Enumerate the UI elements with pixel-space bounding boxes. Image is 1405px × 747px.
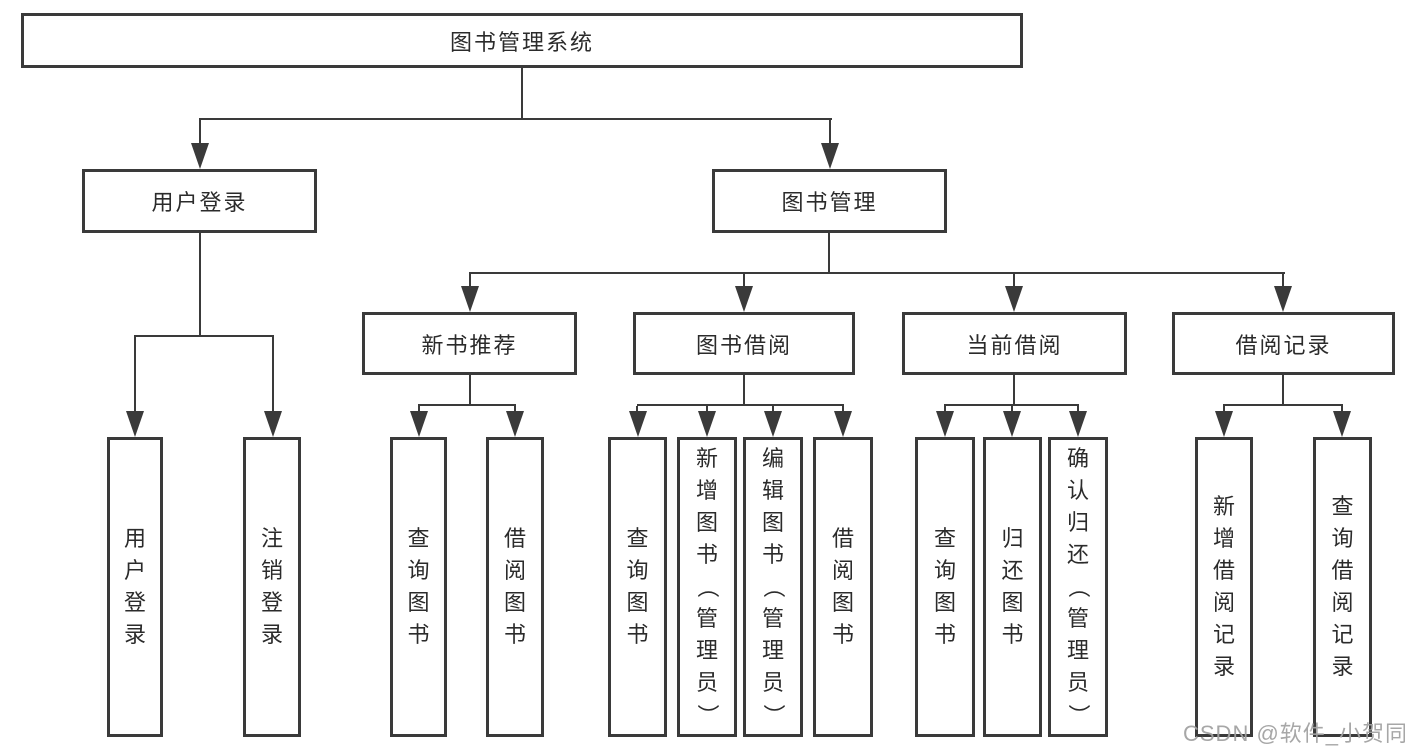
connector-line (1282, 375, 1284, 406)
arrow-down-icon (264, 411, 282, 437)
connector-line (272, 337, 274, 413)
csdn-watermark: CSDN @软件_小贺同学 (1183, 721, 1405, 746)
connector-line (944, 406, 946, 413)
connector-line (1223, 404, 1343, 406)
leaf-current-return-book: 归还图书 (983, 437, 1042, 737)
connector-line (199, 118, 832, 120)
connector-line (418, 406, 420, 413)
connector-line (743, 375, 745, 406)
leaf-borrow-query-book: 查询图书 (608, 437, 667, 737)
leaf-current-confirm-return-admin: 确认归还（管理员） (1048, 437, 1108, 737)
current-borrow-node: 当前借阅 (902, 312, 1127, 375)
connector-line (469, 272, 1285, 274)
leaf-record-add-record: 新增借阅记录 (1195, 437, 1253, 737)
connector-line (743, 274, 745, 288)
connector-line (199, 233, 201, 337)
arrow-down-icon (191, 143, 209, 169)
arrow-down-icon (126, 411, 144, 437)
connector-line (134, 337, 136, 413)
connector-line (828, 233, 830, 274)
arrow-down-icon (1069, 411, 1087, 437)
root-node: 图书管理系统 (21, 13, 1023, 68)
arrow-down-icon (1003, 411, 1021, 437)
leaf-record-query-record: 查询借阅记录 (1313, 437, 1372, 737)
connector-line (636, 406, 638, 413)
connector-line (1341, 406, 1343, 413)
arrow-down-icon (1005, 286, 1023, 312)
borrow-record-node: 借阅记录 (1172, 312, 1395, 375)
arrow-down-icon (698, 411, 716, 437)
connector-line (829, 120, 831, 146)
connector-line (944, 404, 1079, 406)
user-login-node: 用户登录 (82, 169, 317, 233)
arrow-down-icon (735, 286, 753, 312)
connector-line (521, 68, 523, 120)
arrow-down-icon (629, 411, 647, 437)
connector-line (418, 404, 516, 406)
leaf-logout: 注销登录 (243, 437, 301, 737)
arrow-down-icon (1215, 411, 1233, 437)
connector-line (637, 404, 844, 406)
connector-line (199, 120, 201, 146)
leaf-recommend-borrow-book: 借阅图书 (486, 437, 544, 737)
connector-line (1282, 274, 1284, 288)
leaf-user-login: 用户登录 (107, 437, 163, 737)
leaf-borrow-edit-book-admin: 编辑图书（管理员） (743, 437, 803, 737)
connector-line (469, 274, 471, 288)
connector-line (514, 406, 516, 413)
connector-line (1013, 274, 1015, 288)
connector-line (706, 406, 708, 413)
arrow-down-icon (764, 411, 782, 437)
connector-line (469, 375, 471, 406)
connector-line (134, 335, 274, 337)
book-borrow-node: 图书借阅 (633, 312, 855, 375)
arrow-down-icon (410, 411, 428, 437)
connector-line (1077, 406, 1079, 413)
connector-line (1011, 406, 1013, 413)
arrow-down-icon (461, 286, 479, 312)
leaf-borrow-add-book-admin: 新增图书（管理员） (677, 437, 737, 737)
arrow-down-icon (936, 411, 954, 437)
arrow-down-icon (506, 411, 524, 437)
leaf-borrow-borrow-book: 借阅图书 (813, 437, 873, 737)
leaf-recommend-query-book: 查询图书 (390, 437, 447, 737)
book-management-node: 图书管理 (712, 169, 947, 233)
connector-line (1013, 375, 1015, 406)
arrow-down-icon (1274, 286, 1292, 312)
connector-line (842, 406, 844, 413)
arrow-down-icon (834, 411, 852, 437)
arrow-down-icon (821, 143, 839, 169)
connector-line (772, 406, 774, 413)
new-book-recommend-node: 新书推荐 (362, 312, 577, 375)
leaf-current-query-book: 查询图书 (915, 437, 975, 737)
connector-line (1223, 406, 1225, 413)
arrow-down-icon (1333, 411, 1351, 437)
